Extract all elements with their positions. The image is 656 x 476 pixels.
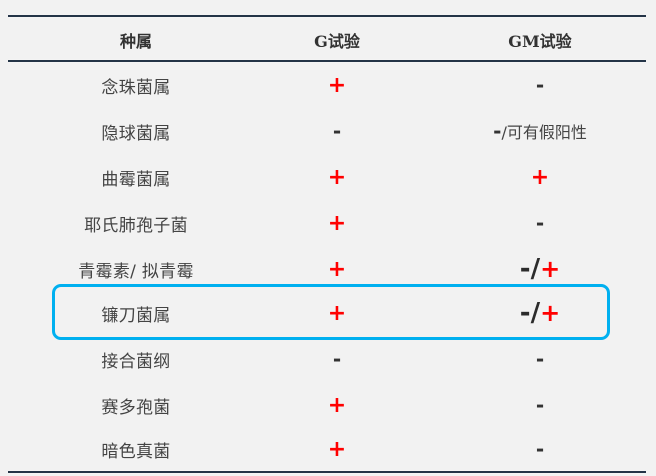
genus-name: 接合菌纲 (101, 351, 171, 372)
genus-name: 隐球菌属 (101, 123, 171, 144)
header-g-test: G试验 (314, 32, 360, 51)
gm-test-result: - (535, 73, 545, 97)
gm-test-result: -/+ (410, 246, 656, 292)
gm-test-result: - (535, 347, 545, 371)
gm-test-result: - (535, 437, 545, 461)
gm-test-result: - (535, 393, 545, 417)
table-row: 隐球菌属 - -/可有假阳性 (8, 108, 646, 154)
gm-test-result: + (530, 164, 550, 190)
table-header-row: 种属 G试验 GM试验 (8, 17, 646, 63)
gm-test-neg-part: -/ (519, 298, 541, 328)
table-row: 青霉素/ 拟青霉 + -/+ (8, 246, 646, 292)
g-test-result: - (332, 119, 342, 143)
table-row: 耶氏肺孢子菌 + - (8, 200, 646, 246)
g-test-result: + (327, 256, 347, 282)
table-row-highlighted: 镰刀菌属 + -/+ (8, 290, 646, 336)
header-genus: 种属 (119, 32, 152, 51)
gm-test-pos-part: + (540, 255, 561, 283)
table-header-rule (8, 60, 646, 62)
g-test-result: - (332, 347, 342, 371)
highlight-box (52, 284, 610, 340)
table-row: 赛多孢菌 + - (8, 382, 646, 428)
gm-test-result: -/可有假阳性 (410, 108, 656, 154)
g-test-result: + (327, 436, 347, 462)
genus-name: 耶氏肺孢子菌 (84, 215, 188, 236)
genus-name: 暗色真菌 (101, 441, 171, 462)
table-bottom-rule (8, 471, 646, 473)
gm-test-result: - (535, 211, 545, 235)
g-test-result: + (327, 164, 347, 190)
g-test-result: + (327, 392, 347, 418)
table-row: 暗色真菌 + - (8, 426, 646, 472)
g-test-result: + (327, 300, 347, 326)
gm-test-neg-part: -/ (519, 254, 541, 284)
genus-name: 赛多孢菌 (101, 397, 171, 418)
g-test-result: + (327, 210, 347, 236)
g-test-result: + (327, 72, 347, 98)
table-row: 接合菌纲 - - (8, 336, 646, 382)
genus-name: 青霉素/ 拟青霉 (78, 261, 194, 282)
genus-name: 曲霉菌属 (101, 169, 171, 190)
header-gm-test: GM试验 (508, 32, 572, 51)
gm-test-pos-part: + (540, 299, 561, 327)
gm-test-note: /可有假阳性 (501, 123, 587, 142)
gm-test-result: -/+ (410, 290, 656, 336)
table-top-rule (8, 15, 646, 17)
table-row: 念珠菌属 + - (8, 62, 646, 108)
genus-name: 念珠菌属 (101, 77, 171, 98)
gm-test-sign: - (493, 119, 502, 143)
table-row: 曲霉菌属 + + (8, 154, 646, 200)
genus-name: 镰刀菌属 (101, 305, 171, 326)
